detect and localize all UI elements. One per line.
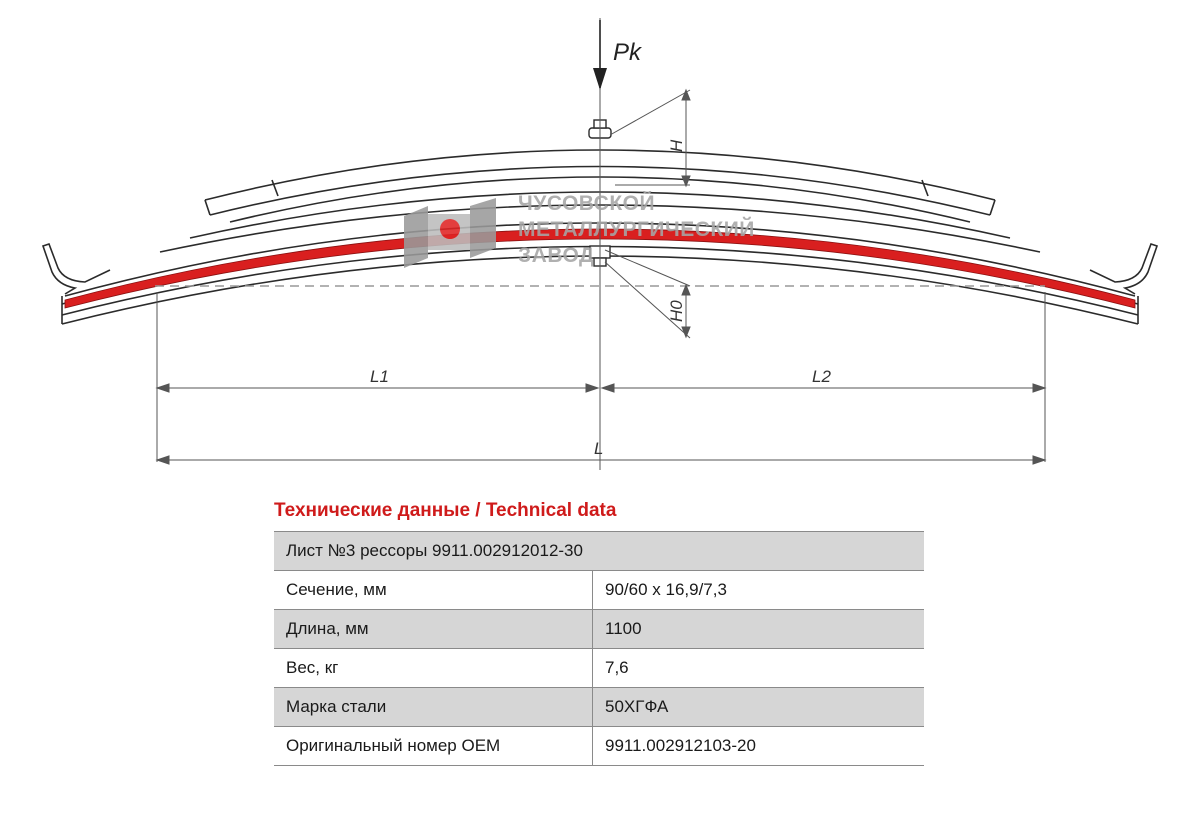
spec-label: Сечение, мм xyxy=(274,570,593,610)
length-dimensions xyxy=(155,292,1047,465)
length-label: L xyxy=(594,439,603,458)
force-label: Pk xyxy=(613,39,643,66)
spec-row: Вес, кг 7,6 xyxy=(274,648,924,688)
spec-row: Марка стали 50ХГФА xyxy=(274,687,924,727)
height0-label: H0 xyxy=(667,300,686,322)
logo-line-3: ЗАВОД xyxy=(518,244,594,267)
logo-mark-left xyxy=(404,206,428,268)
spec-label: Вес, кг xyxy=(274,648,593,688)
height0-dimension xyxy=(604,249,691,339)
spec-row: Оригинальный номер OEM 9911.002912103-20 xyxy=(274,726,924,766)
spec-title-row: Лист №3 рессоры 9911.002912012-30 xyxy=(274,531,924,571)
spec-value: 7,6 xyxy=(592,648,924,688)
spec-heading: Технические данные / Technical data xyxy=(274,500,617,521)
length2-label: L2 xyxy=(812,367,831,386)
height-label: H xyxy=(667,139,686,152)
spec-title: Лист №3 рессоры 9911.002912012-30 xyxy=(274,531,924,571)
logo-watermark: ЧУСОВСКОЙ МЕТАЛЛУРГИЧЕСКИЙ ЗАВОД xyxy=(404,191,755,268)
spec-value: 90/60 x 16,9/7,3 xyxy=(592,570,924,610)
spec-value: 50ХГФА xyxy=(592,687,924,727)
spec-table: Лист №3 рессоры 9911.002912012-30 Сечени… xyxy=(274,531,924,766)
spec-row: Сечение, мм 90/60 x 16,9/7,3 xyxy=(274,570,924,610)
spec-value: 1100 xyxy=(592,609,924,649)
spec-label: Длина, мм xyxy=(274,609,593,649)
spec-row: Длина, мм 1100 xyxy=(274,609,924,649)
length1-label: L1 xyxy=(370,367,389,386)
logo-mark-right xyxy=(470,198,496,258)
height-dimension xyxy=(609,88,691,188)
leaf-spring-drawing: Pk H H0 L1 L2 L Ч xyxy=(41,18,1159,470)
spec-label: Марка стали xyxy=(274,687,593,727)
spec-label: Оригинальный номер OEM xyxy=(274,726,593,766)
logo-dot xyxy=(440,219,460,239)
logo-line-1: ЧУСОВСКОЙ xyxy=(518,191,655,215)
spec-value: 9911.002912103-20 xyxy=(592,726,924,766)
logo-line-2: МЕТАЛЛУРГИЧЕСКИЙ xyxy=(518,217,755,241)
force-arrow xyxy=(593,20,607,90)
